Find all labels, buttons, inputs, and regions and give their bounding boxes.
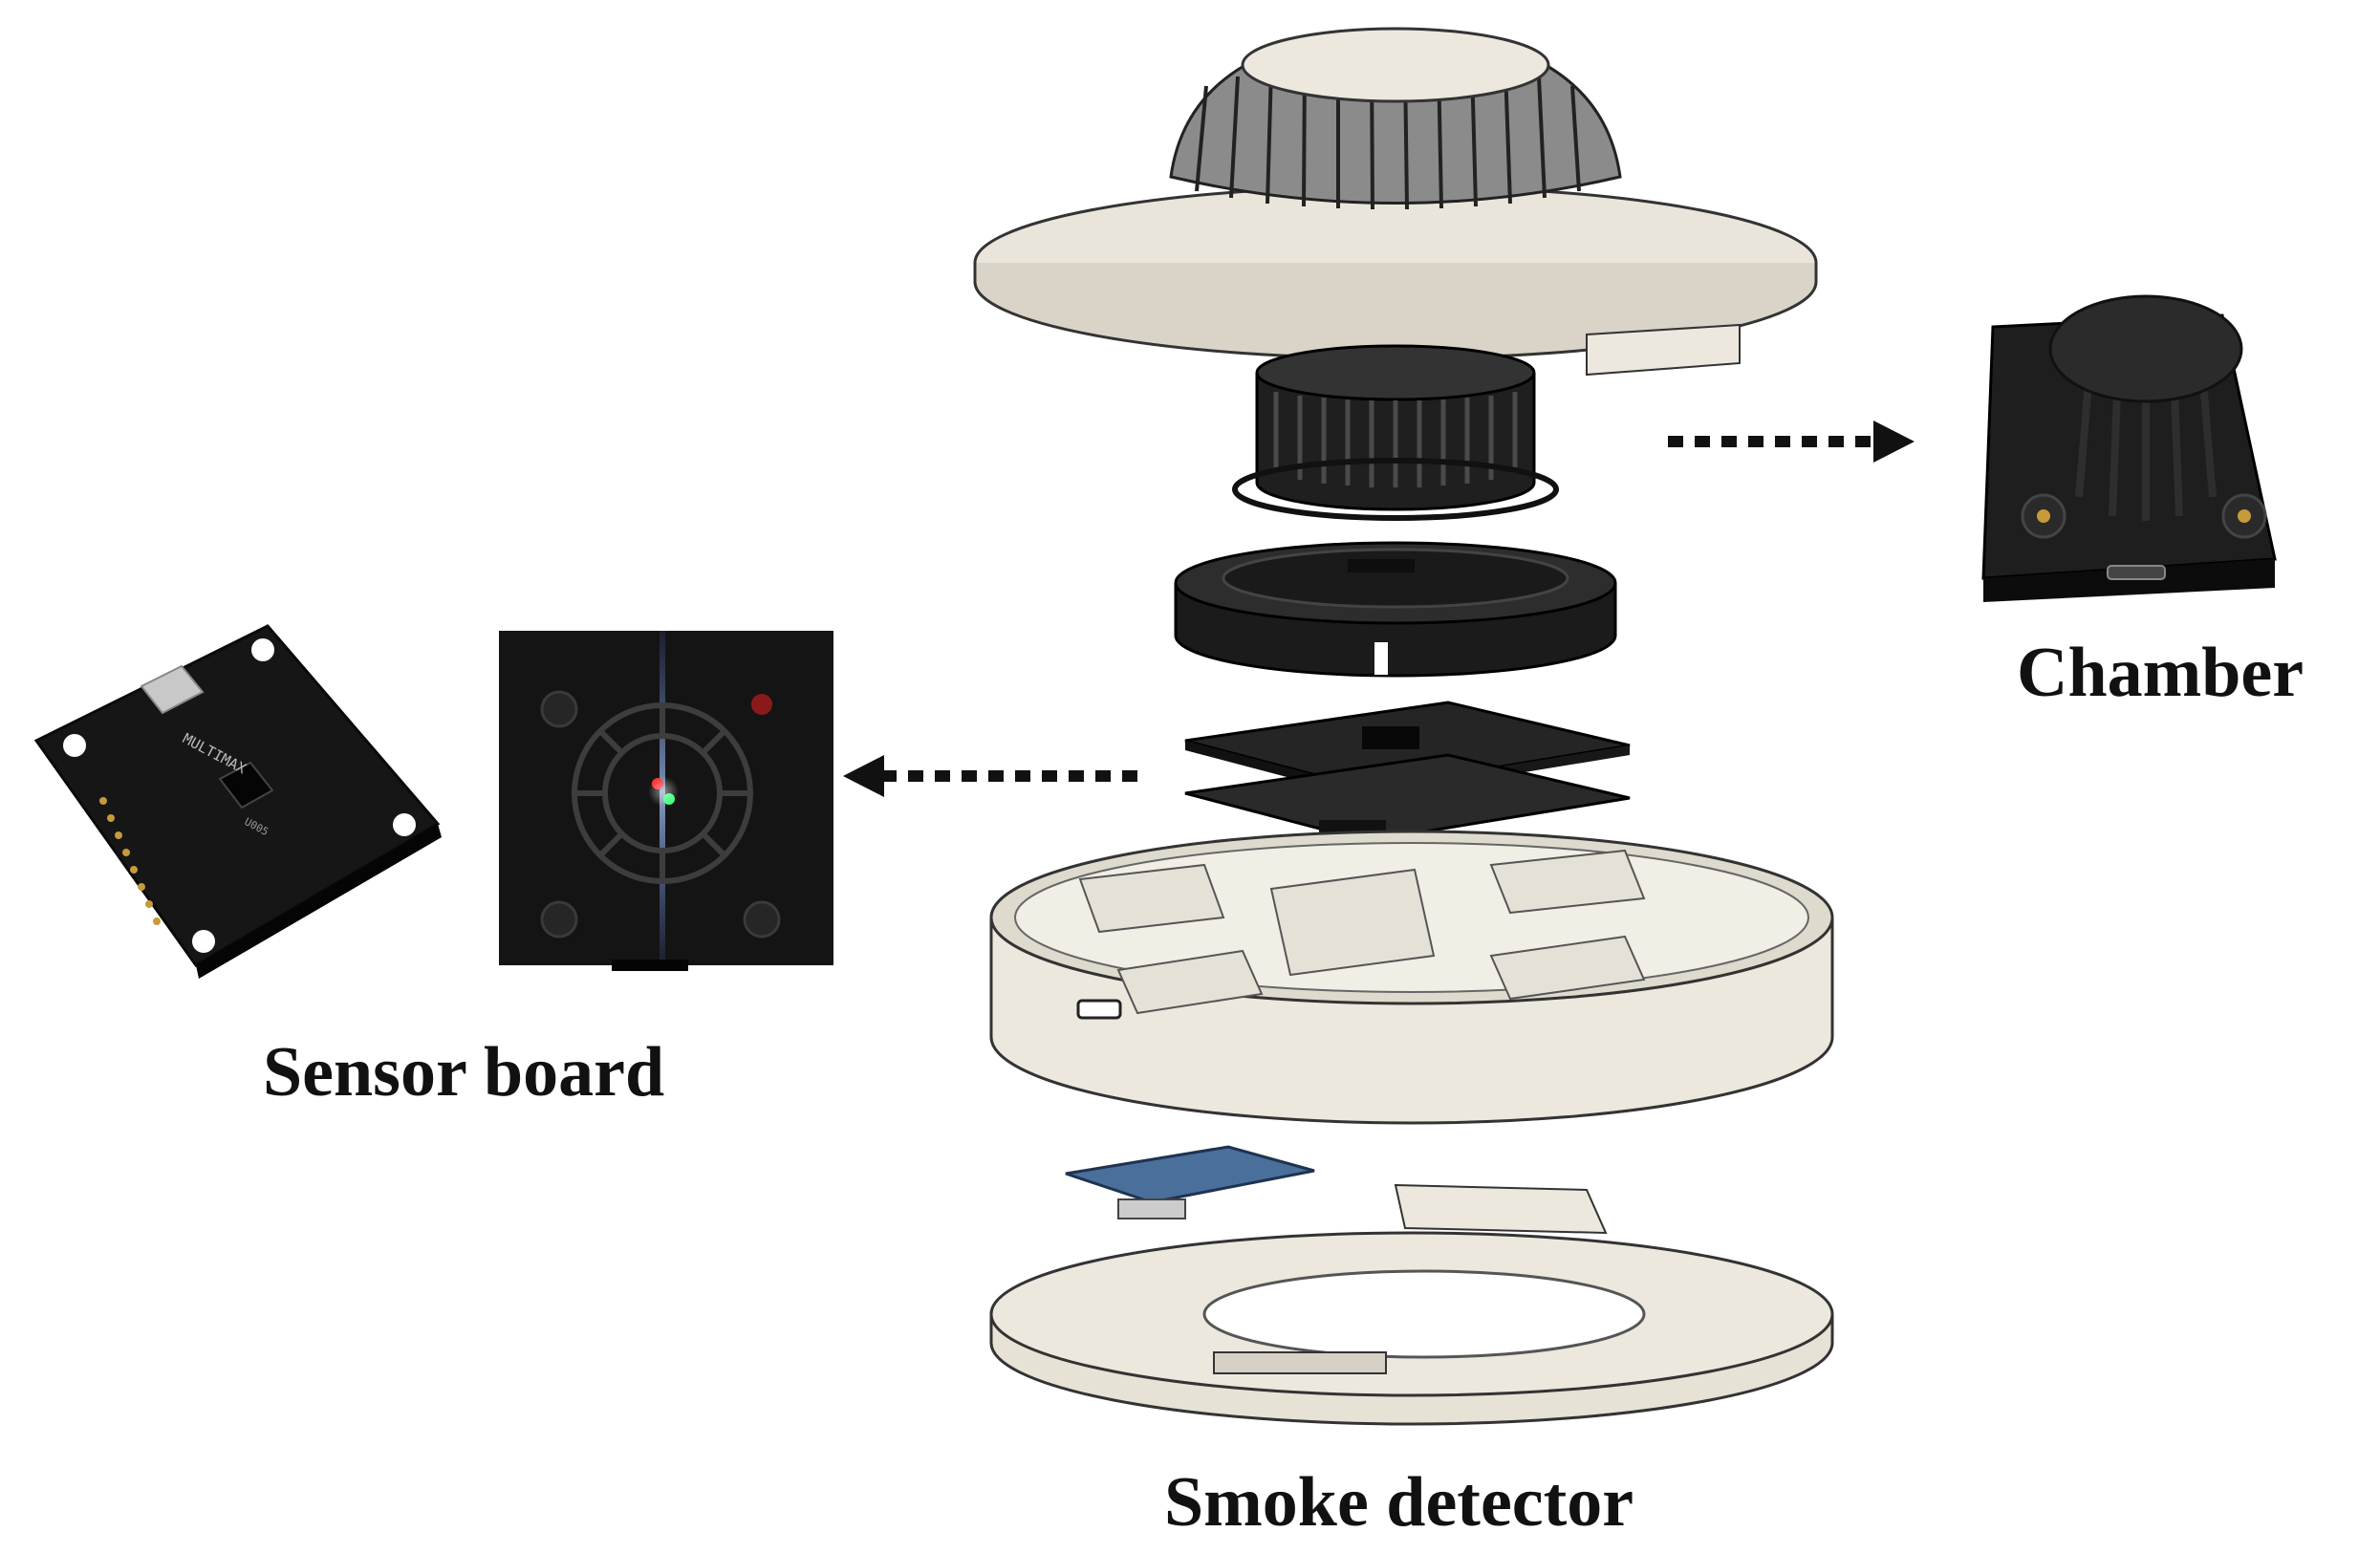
mounting-hole xyxy=(393,813,416,836)
chamber-base xyxy=(1174,541,1617,678)
sensor-module-photo xyxy=(499,631,833,971)
smoke-detector-label: Smoke detector xyxy=(1164,1463,1634,1542)
dotted-arrow-right-icon xyxy=(1668,421,1915,463)
mounting-hole xyxy=(251,638,274,661)
internal-compartments xyxy=(1078,849,1646,1015)
optical-sensor-chip xyxy=(218,761,274,809)
sensor-ic xyxy=(1362,726,1419,749)
dotted-arrow-left-icon xyxy=(843,755,1137,797)
usb-c-connector-icon xyxy=(140,664,205,715)
labyrinth-chamber-icon xyxy=(572,702,753,884)
chamber-cylinder xyxy=(1232,344,1559,521)
pcb-stack xyxy=(1184,701,1631,908)
mounting-hole xyxy=(192,930,215,953)
sensor-pcb-photo: MULTIMAX U005 xyxy=(33,624,442,979)
chamber-photo xyxy=(1981,294,2277,602)
top-cover xyxy=(973,27,1818,377)
chamber-label: Chamber xyxy=(2017,634,2304,712)
sensor-board-label: Sensor board xyxy=(263,1033,665,1112)
sd-card-module xyxy=(1065,1145,1315,1204)
mounting-hole xyxy=(63,734,86,757)
usb-port-icon xyxy=(1076,999,1122,1020)
chamber-fins xyxy=(2075,381,2217,521)
main-housing xyxy=(989,830,1834,1125)
base-plate xyxy=(989,1145,1834,1426)
solder-pads xyxy=(99,797,161,925)
usb-c-port-icon xyxy=(2107,565,2166,580)
